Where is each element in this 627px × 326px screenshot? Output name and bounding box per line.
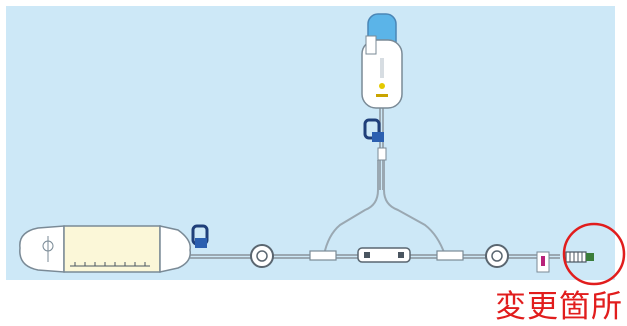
highlight-circle — [562, 222, 626, 286]
filter-disc-left — [250, 244, 274, 268]
y-connector-right — [436, 250, 464, 261]
blue-clamp-upper — [363, 118, 387, 161]
filter-disc-right — [485, 244, 509, 268]
luer-connector — [565, 251, 594, 263]
y-connector-left — [309, 250, 337, 261]
blue-clamp-left — [191, 224, 209, 248]
change-location-caption: 変更箇所 — [495, 289, 623, 325]
infusion-reservoir — [19, 225, 191, 273]
upper-infusion-device — [361, 13, 403, 109]
flow-controller — [357, 247, 411, 263]
patient-label — [536, 251, 550, 273]
